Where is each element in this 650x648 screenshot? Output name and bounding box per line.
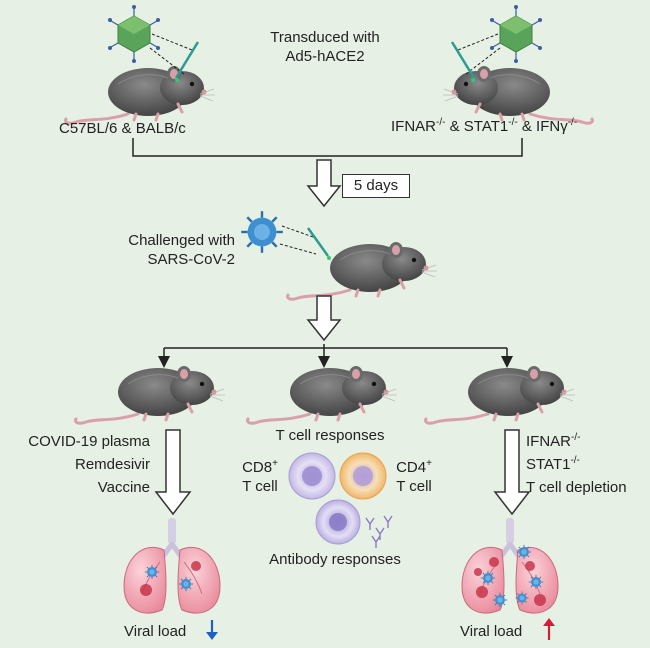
vector-label: Ad5-hACE2	[285, 48, 365, 65]
mouse-right-top	[441, 64, 595, 125]
lungs-left	[124, 518, 220, 613]
interval-box: 5 days	[342, 174, 410, 198]
mouse-bottom-left	[73, 364, 227, 425]
adenovirus-icon-right	[450, 4, 543, 82]
transduced-label: Transduced with	[270, 29, 380, 46]
lungs-right	[462, 518, 558, 613]
antibody-icon	[365, 515, 393, 548]
right-item-2: STAT1-/-	[526, 455, 580, 474]
cd4-label: CD4+	[396, 458, 432, 477]
challenge-label-line2: SARS-CoV-2	[147, 251, 235, 268]
viral-load-right-label: Viral load	[460, 623, 523, 640]
cd8-cell-label: T cell	[242, 478, 278, 495]
branch-lines	[158, 344, 513, 368]
mouse-bottom-right	[423, 364, 577, 425]
mouse-left-top	[63, 64, 217, 125]
adenovirus-icon-left	[107, 4, 200, 82]
cd4-cell-label: T cell	[396, 478, 432, 495]
challenge-label-line1: Challenged with	[128, 232, 235, 249]
strain-bracket	[132, 138, 523, 157]
b-cell-icon	[315, 499, 361, 545]
sars-cov-2-icon	[239, 209, 331, 260]
left-branch-arrow	[154, 429, 192, 516]
right-item-3: T cell depletion	[526, 479, 627, 496]
mouse-bottom-middle	[245, 364, 399, 425]
cd8-t-cell-icon	[288, 452, 336, 500]
cd4-t-cell-icon	[339, 452, 387, 500]
treatment-3: Vaccine	[97, 479, 150, 496]
right-item-1: IFNAR-/-	[526, 432, 581, 451]
t-cell-responses-title: T cell responses	[275, 427, 385, 444]
viral-load-up-arrow	[543, 618, 555, 640]
antibody-responses-label: Antibody responses	[269, 551, 401, 568]
cd8-label: CD8+	[242, 458, 278, 477]
viral-load-left-label: Viral load	[124, 623, 187, 640]
viral-load-down-arrow	[206, 620, 218, 640]
treatment-1: COVID-19 plasma	[28, 433, 150, 450]
down-arrow-2	[306, 295, 342, 342]
strain-left-label: C57BL/6 & BALB/c	[59, 120, 186, 137]
strain-right-label: IFNAR-/- & STAT1-/- & IFNγ-/-	[391, 117, 578, 136]
treatment-2: Remdesivir	[74, 456, 150, 473]
right-branch-arrow	[493, 429, 531, 516]
down-arrow-1	[306, 159, 342, 208]
mouse-challenged	[285, 240, 439, 301]
